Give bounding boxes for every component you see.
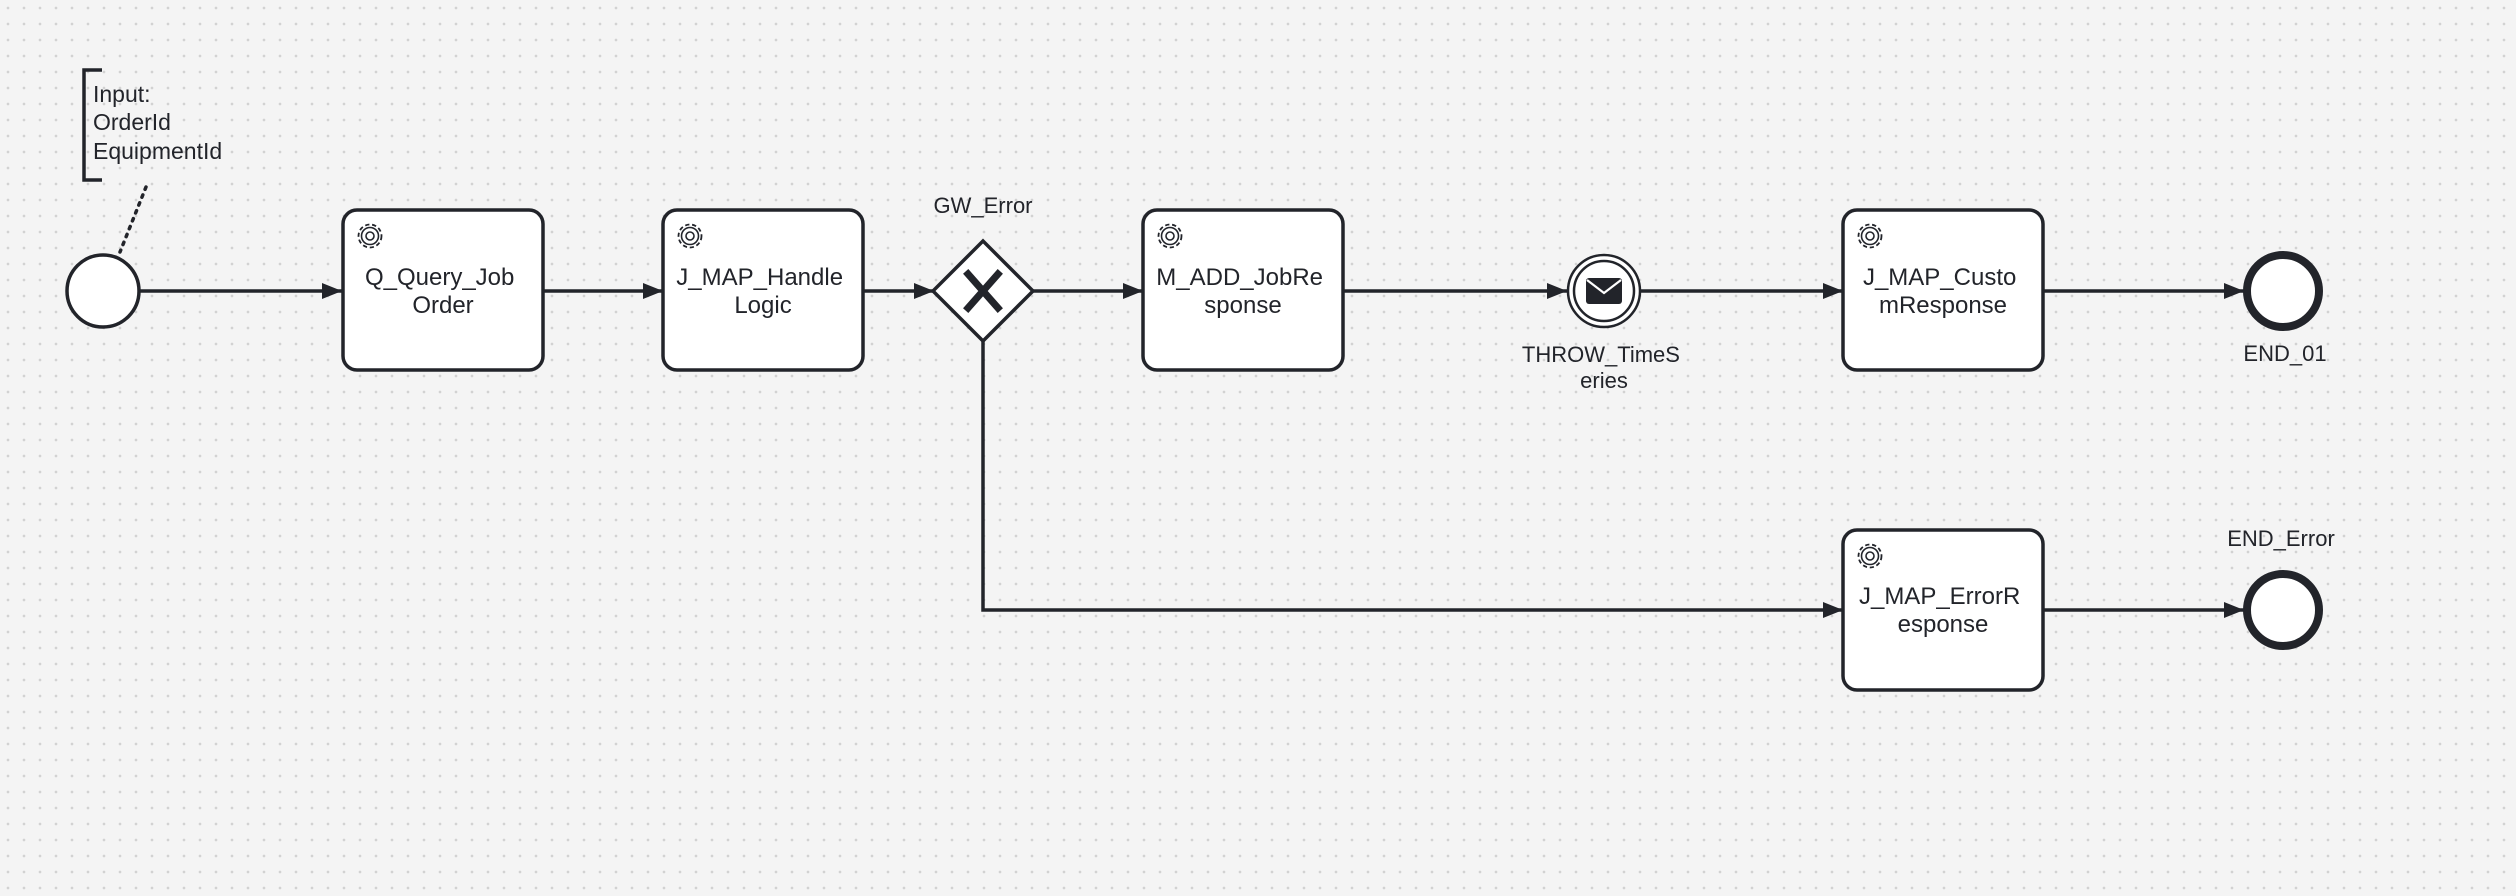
gateway-label: GW_Error bbox=[934, 193, 1033, 218]
flow-gateway-to-error-response[interactable] bbox=[981, 340, 1843, 618]
task-label-line-2: sponse bbox=[1204, 292, 1281, 319]
envelope-icon bbox=[1586, 278, 1622, 304]
throw-event-label-line-1: THROW_TimeS bbox=[1522, 342, 1680, 367]
task-label-line-1: J_MAP_Handle bbox=[676, 264, 843, 291]
annotation-bracket bbox=[82, 68, 102, 182]
gear-icon bbox=[1857, 543, 1883, 569]
annotation-text: Input: OrderId EquipmentId bbox=[93, 81, 222, 164]
task-box bbox=[661, 208, 865, 372]
end-event-circle bbox=[2243, 570, 2323, 650]
task-m-add-job-response[interactable]: M_ADD_JobRe sponse bbox=[1141, 208, 1345, 372]
gear-icon bbox=[357, 223, 383, 249]
gear-icon bbox=[1157, 223, 1183, 249]
annotation-association bbox=[118, 185, 148, 254]
end-event-end-error[interactable]: END_Error bbox=[2227, 526, 2335, 650]
task-label-line-1: Q_Query_Job bbox=[365, 264, 514, 291]
task-box bbox=[1841, 528, 2045, 692]
task-box bbox=[341, 208, 545, 372]
end-event-end-01[interactable]: END_01 bbox=[2243, 251, 2327, 366]
task-q-query-job-order[interactable]: Q_Query_Job Order bbox=[341, 208, 545, 372]
task-label-line-2: Logic bbox=[734, 292, 791, 319]
task-label-line-1: M_ADD_JobRe bbox=[1156, 264, 1323, 291]
throw-event-label: THROW_TimeS eries bbox=[1522, 342, 1686, 393]
end-event-circle bbox=[2243, 251, 2323, 331]
gear-icon bbox=[1857, 223, 1883, 249]
task-label-line-1: J_MAP_Custo bbox=[1863, 264, 2016, 291]
task-label-line-2: esponse bbox=[1898, 611, 1989, 638]
start-event[interactable] bbox=[65, 253, 141, 329]
task-box bbox=[1841, 208, 2045, 372]
task-label: J_MAP_Handle Logic bbox=[676, 264, 849, 319]
sequence-flows bbox=[140, 283, 2244, 618]
end-event-label: END_01 bbox=[2243, 341, 2326, 366]
throw-event-label-line-2: eries bbox=[1580, 368, 1628, 393]
annotation-line-2: OrderId bbox=[93, 109, 171, 135]
annotation-line-1: Input: bbox=[93, 81, 151, 107]
x-icon bbox=[963, 269, 1003, 313]
gear-icon bbox=[677, 223, 703, 249]
throw-event-time-series[interactable]: THROW_TimeS eries bbox=[1522, 253, 1686, 393]
task-label: J_MAP_ErrorR esponse bbox=[1859, 583, 2027, 638]
task-label-line-2: Order bbox=[412, 292, 473, 319]
task-j-map-error-response[interactable]: J_MAP_ErrorR esponse bbox=[1841, 528, 2045, 692]
task-label: J_MAP_Custo mResponse bbox=[1863, 264, 2023, 319]
task-label-line-2: mResponse bbox=[1879, 292, 2007, 319]
text-annotation[interactable]: Input: OrderId EquipmentId bbox=[82, 68, 222, 254]
task-label-line-1: J_MAP_ErrorR bbox=[1859, 583, 2020, 610]
exclusive-gateway-gw-error[interactable]: GW_Error bbox=[930, 193, 1036, 344]
task-box bbox=[1141, 208, 1345, 372]
task-j-map-custom-response[interactable]: J_MAP_Custo mResponse bbox=[1841, 208, 2045, 372]
end-event-label: END_Error bbox=[2227, 526, 2335, 551]
annotation-line-3: EquipmentId bbox=[93, 138, 222, 164]
task-j-map-handle-logic[interactable]: J_MAP_Handle Logic bbox=[661, 208, 865, 372]
task-label: Q_Query_Job Order bbox=[365, 264, 521, 319]
task-label: M_ADD_JobRe sponse bbox=[1156, 264, 1329, 319]
